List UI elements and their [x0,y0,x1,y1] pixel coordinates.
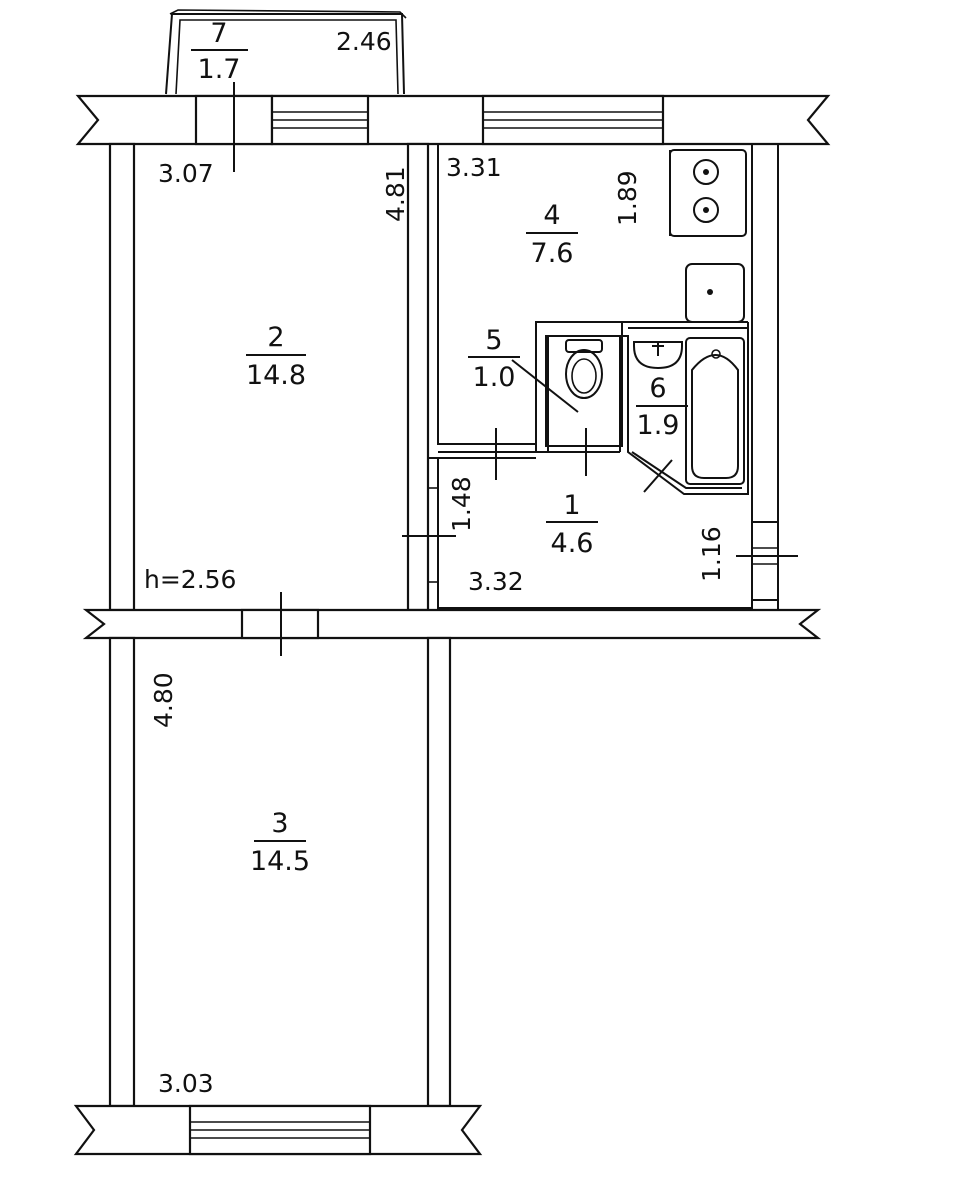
fraction-bars [246,232,598,842]
top-exterior-wall [75,82,831,172]
room-1-area: 4.6 [551,528,594,559]
room-labels: 7 1.7 2 14.8 4 7.6 5 1.0 6 1.9 1 4.6 3 1… [198,18,680,877]
dim-hall-depth: 1.48 [447,476,476,532]
dim-room2-width: 3.07 [158,159,214,188]
dim-hall-width: 3.32 [468,567,524,596]
room3-walls [73,636,483,1156]
room2-walls [108,142,456,612]
room-5-number: 5 [485,325,502,356]
room-5-area: 1.0 [473,362,516,393]
dim-hall-side: 1.16 [697,526,726,582]
room-1-number: 1 [563,490,580,521]
room-2-number: 2 [267,322,284,353]
dim-balcony-width: 2.46 [336,27,392,56]
room-4-number: 4 [543,200,560,231]
dim-ceiling-height: h=2.56 [144,565,236,594]
room-7-area: 1.7 [198,54,241,85]
dimension-labels: 2.46 3.07 4.81 3.31 1.89 1.48 3.32 1.16 … [144,27,726,1098]
dim-room2-length: 4.81 [381,166,410,222]
dim-kitchen-length: 1.89 [613,170,642,226]
middle-wall [82,592,822,656]
dim-kitchen-width: 3.31 [446,153,502,182]
room-4-area: 7.6 [531,238,574,269]
room-3-area: 14.5 [250,846,310,877]
dim-room3-width: 3.03 [158,1069,214,1098]
room-7-number: 7 [210,18,227,49]
room-6-area: 1.9 [637,410,680,441]
dim-room3-length: 4.80 [149,672,178,728]
balcony [165,9,407,95]
room-2-area: 14.8 [246,360,306,391]
room-6-number: 6 [649,373,666,404]
kitchen-block [428,143,798,610]
room-3-number: 3 [271,808,288,839]
